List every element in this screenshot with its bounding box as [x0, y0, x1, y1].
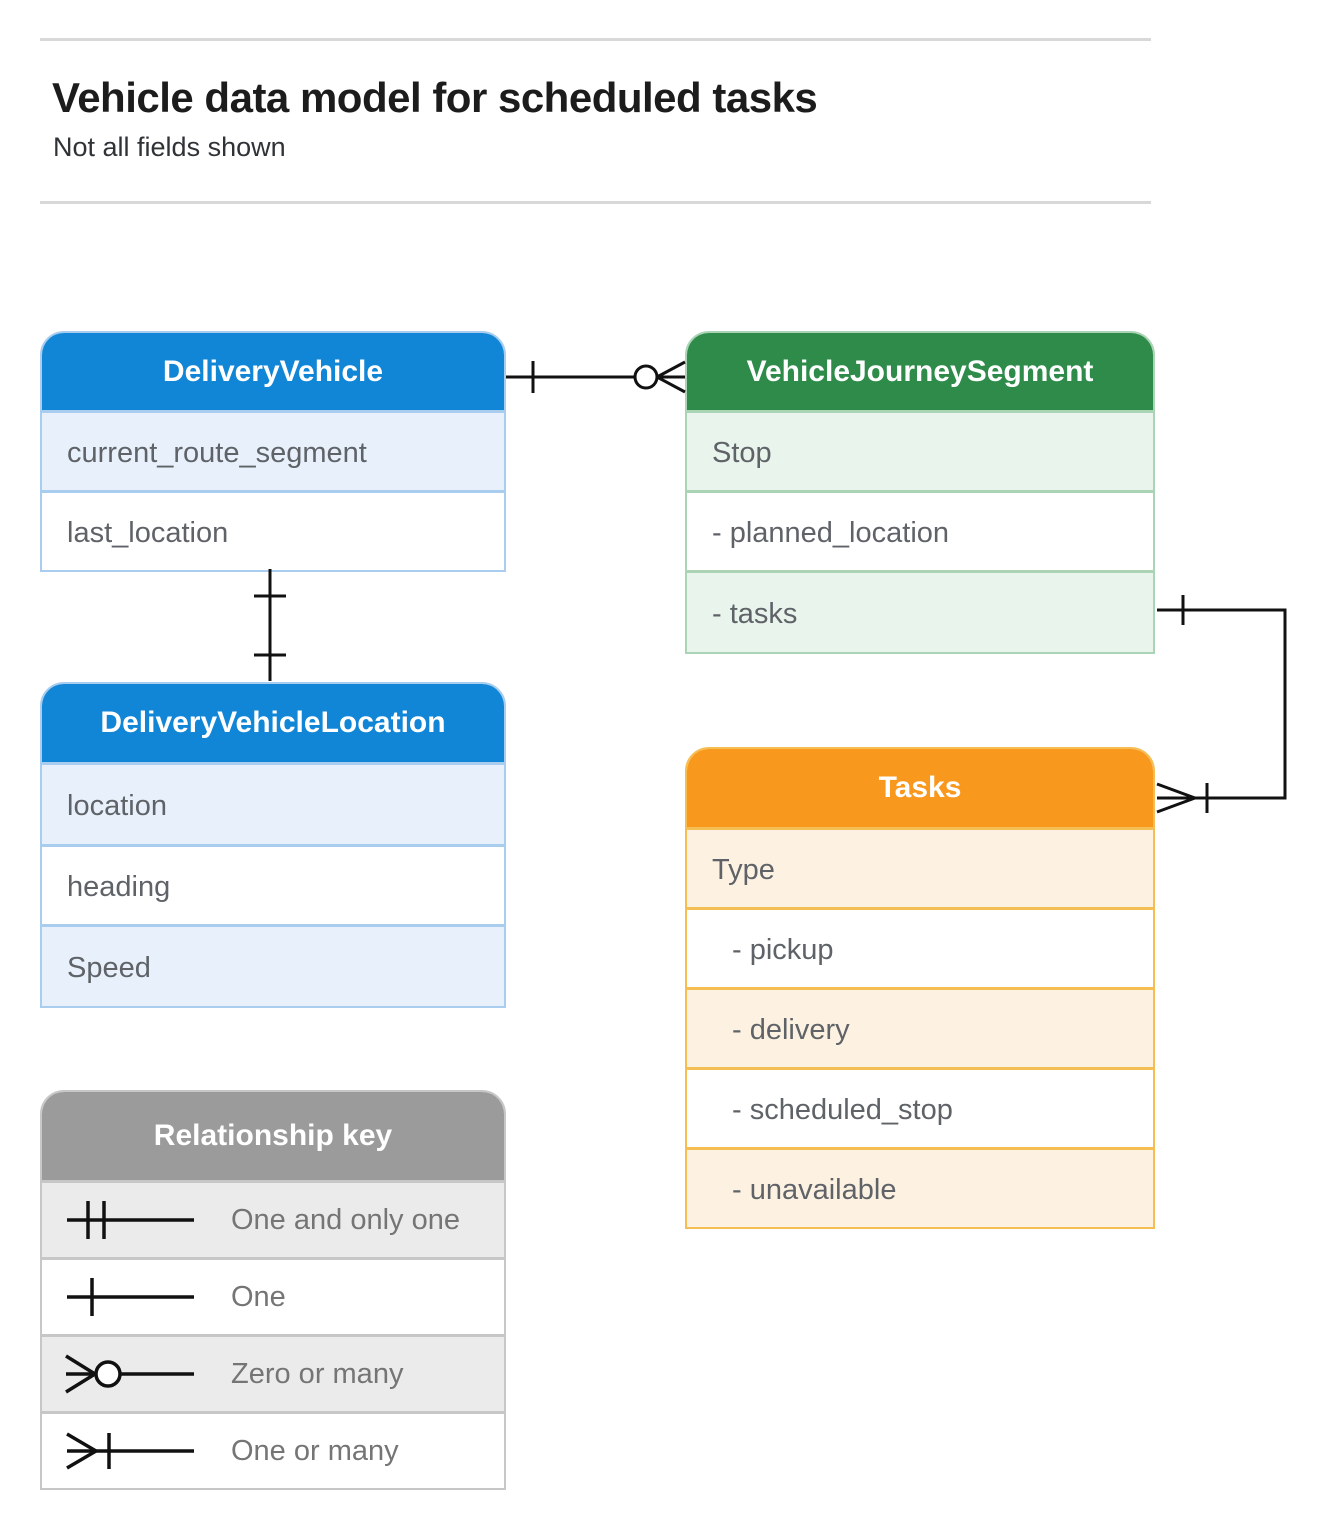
one-and-only-one-icon: [67, 1201, 194, 1239]
entity-field: - delivery: [687, 987, 1153, 1067]
entity-field: Stop: [687, 410, 1153, 490]
legend-row: Zero or many: [42, 1334, 504, 1411]
entity-field: location: [42, 762, 504, 844]
entity-title: DeliveryVehicle: [42, 333, 504, 410]
entity-field: Type: [687, 827, 1153, 907]
one-or-many-icon: [66, 1432, 194, 1470]
entity-title: Tasks: [687, 749, 1153, 827]
legend-row: One: [42, 1257, 504, 1334]
legend-label: Zero or many: [231, 1357, 404, 1390]
legend-label: One: [231, 1280, 286, 1313]
relationship-key-title: Relationship key: [42, 1092, 504, 1180]
one-icon: [67, 1278, 194, 1316]
connector-vehiclejourneysegment-tasks: [1156, 595, 1287, 814]
page-title: Vehicle data model for scheduled tasks: [52, 74, 818, 121]
entity-field: - tasks: [687, 570, 1153, 652]
legend-label: One and only one: [231, 1203, 460, 1236]
entity-field: - pickup: [687, 907, 1153, 987]
entity-tasks: Tasks Type - pickup - delivery - schedul…: [685, 747, 1155, 1229]
top-divider: [40, 38, 1151, 41]
entity-title: DeliveryVehicleLocation: [42, 684, 504, 762]
entity-field: - planned_location: [687, 490, 1153, 570]
relationship-key: Relationship key One and only one One: [40, 1090, 506, 1490]
entity-field: Speed: [42, 924, 504, 1006]
entity-delivery-vehicle: DeliveryVehicle current_route_segment la…: [40, 331, 506, 572]
entity-field: last_location: [42, 490, 504, 570]
zero-or-many-icon: [65, 1354, 194, 1394]
legend-row: One or many: [42, 1411, 504, 1488]
entity-delivery-vehicle-location: DeliveryVehicleLocation location heading…: [40, 682, 506, 1008]
connector-deliveryvehicle-deliveryvehiclelocation: [254, 569, 286, 681]
connector-deliveryvehicle-vehiclejourneysegment: [506, 360, 686, 394]
entity-title: VehicleJourneySegment: [687, 333, 1153, 410]
entity-field: heading: [42, 844, 504, 924]
header-divider: [40, 201, 1151, 204]
legend-row: One and only one: [42, 1180, 504, 1257]
entity-field: current_route_segment: [42, 410, 504, 490]
entity-vehicle-journey-segment: VehicleJourneySegment Stop - planned_loc…: [685, 331, 1155, 654]
page-subtitle: Not all fields shown: [53, 132, 286, 162]
entity-field: - unavailable: [687, 1147, 1153, 1227]
entity-field: - scheduled_stop: [687, 1067, 1153, 1147]
legend-label: One or many: [231, 1434, 399, 1467]
